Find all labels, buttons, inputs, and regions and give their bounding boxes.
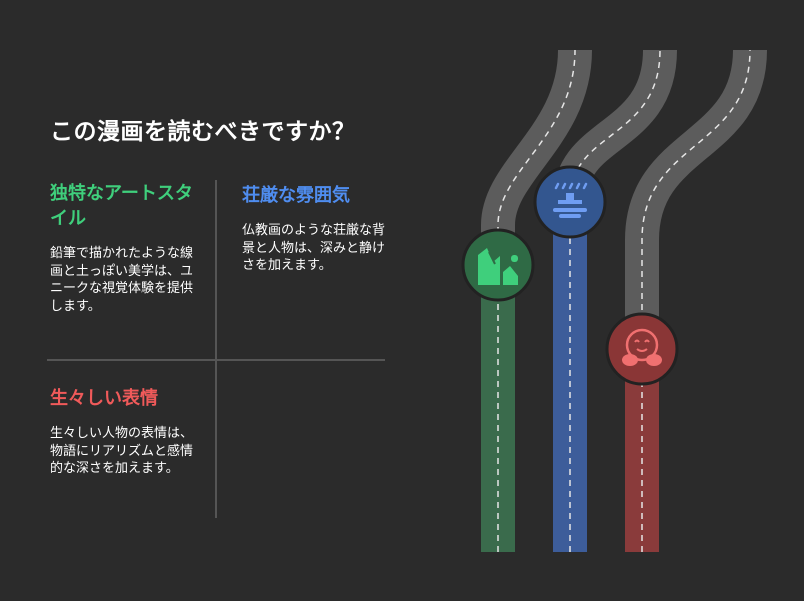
card-body-expressions: 生々しい人物の表情は、物語にリアリズムと感情的な深さを加えます。 bbox=[50, 426, 194, 476]
road-green bbox=[481, 49, 592, 552]
fountain-icon bbox=[533, 165, 607, 239]
landscape-painting-icon bbox=[461, 228, 535, 302]
horizontal-divider bbox=[47, 359, 385, 361]
vertical-divider bbox=[215, 180, 217, 518]
card-atmosphere: 荘厳な雰囲気 仏教画のような荘厳な背景と人物は、深みと静けさを加えます。 bbox=[242, 183, 392, 275]
card-art-style: 独特なアートスタイル 鉛筆で描かれたような線画と土っぽい美学は、ユニークな視覚体… bbox=[50, 181, 200, 315]
card-heading-atmosphere: 荘厳な雰囲気 bbox=[242, 185, 350, 206]
card-heading-art-style: 独特なアートスタイル bbox=[50, 183, 193, 229]
card-body-art-style: 鉛筆で描かれたような線画と土っぽい美学は、ユニークな視覚体験を提供します。 bbox=[50, 246, 194, 314]
hugging-face-icon bbox=[605, 312, 679, 386]
card-expressions: 生々しい表情 生々しい人物の表情は、物語にリアリズムと感情的な深さを加えます。 bbox=[50, 386, 200, 478]
card-heading-expressions: 生々しい表情 bbox=[50, 388, 158, 409]
road-red bbox=[625, 49, 767, 552]
card-body-atmosphere: 仏教画のような荘厳な背景と人物は、深みと静けさを加えます。 bbox=[242, 223, 386, 273]
page-title: この漫画を読むべきですか？ bbox=[50, 119, 356, 145]
